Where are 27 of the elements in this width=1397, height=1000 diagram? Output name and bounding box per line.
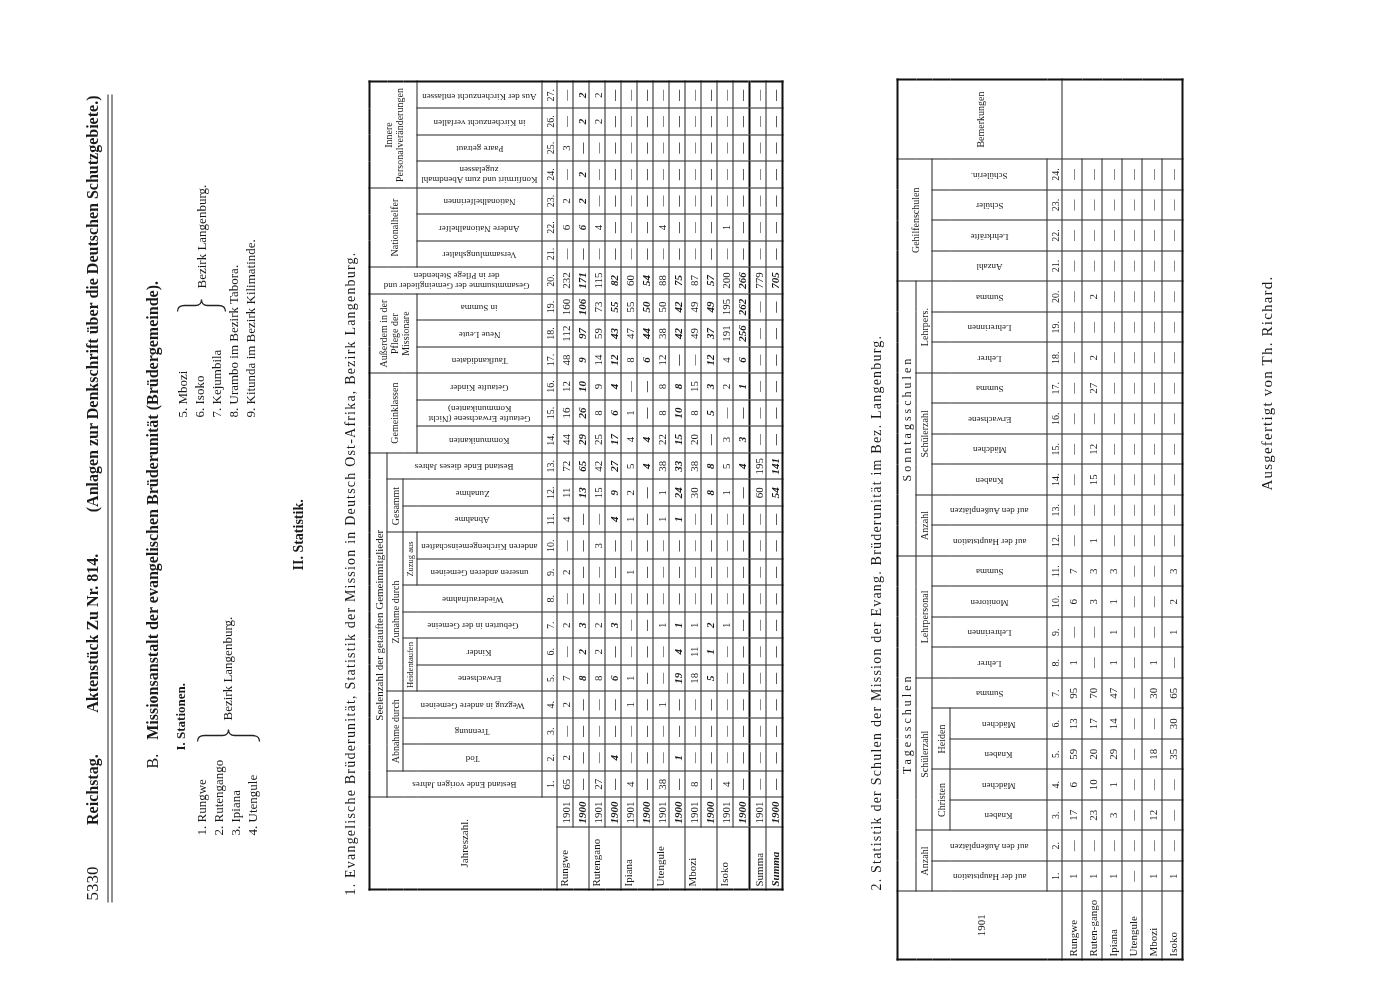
subsection-heading: I. Stationen. xyxy=(172,682,188,750)
table-value: 195 xyxy=(749,452,766,479)
station-name: 3. Ipiana xyxy=(227,789,243,835)
station-name: 9. Kitunda im Bezirk Kilimatinde. xyxy=(242,238,258,417)
station-name: 5. Mbozi xyxy=(174,370,190,417)
district-name: Bezirk Langenburg. xyxy=(219,616,235,720)
year-label: 1901 xyxy=(749,797,766,827)
running-header: (Anlagen zur Denkschrift über die Deutschen Schutzgebiete.) xyxy=(83,95,101,512)
section-letter: B. xyxy=(143,753,161,768)
station-name: 2. Rutengango xyxy=(210,759,226,835)
subsection-heading: II. Statistik. xyxy=(290,498,306,570)
table-value: 60 xyxy=(749,479,766,506)
station-name: 6. Isoko xyxy=(191,375,207,417)
signature: Ausgefertigt von Th. Richard. xyxy=(1258,275,1275,490)
section-heading: Missionsanstalt der evangelischen Brüderunität (Brüdergemeinde). xyxy=(143,280,161,740)
running-header: Aktenstück Zu Nr. 814. xyxy=(83,553,101,713)
table-title: 2. Statistik der Schulen der Mission der Evang. Brüderunität im Bez. Langenburg. xyxy=(868,334,884,890)
station-name: 7. Kejumbila xyxy=(208,349,224,417)
table-title: 1. Evangelische Brüderunität, Statistik der Mission in Deutsch Ost-Afrika, Bezirk Langenburg. xyxy=(342,251,358,895)
page-number: 5330 xyxy=(82,866,102,900)
station-name: 8. Urambo im Bezirk Tabora. xyxy=(225,264,241,417)
row-label: Summa xyxy=(749,827,766,889)
station-name: 1. Rungwe xyxy=(193,778,209,835)
district-name: Bezirk Langenburg. xyxy=(193,184,209,288)
running-header: Reichstag. xyxy=(83,753,101,825)
table-value: 779 xyxy=(749,266,766,294)
station-name: 4. Utengule xyxy=(244,774,260,835)
